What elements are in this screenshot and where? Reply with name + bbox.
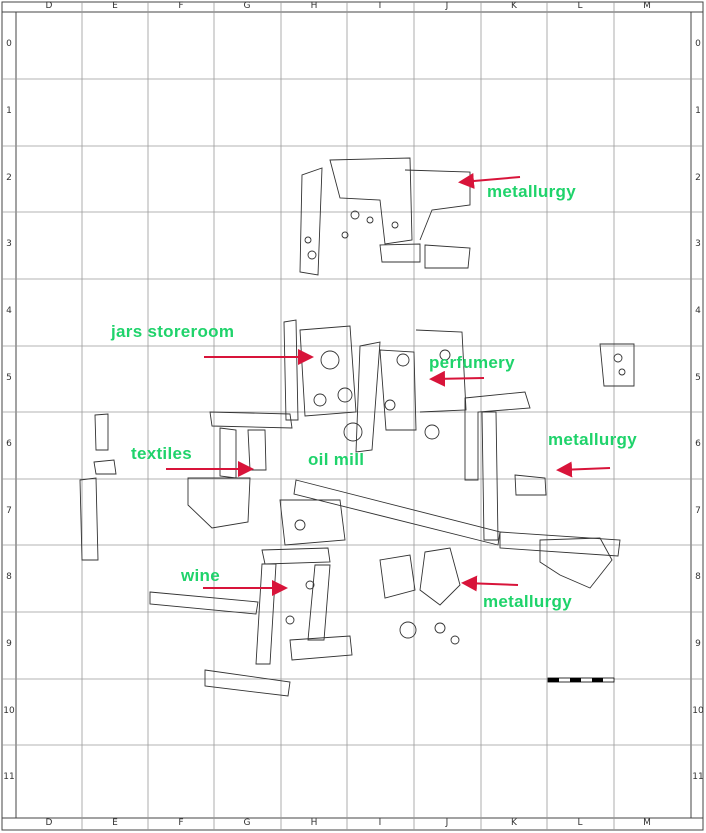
- col-label-bottom: L: [577, 818, 583, 828]
- col-label-bottom: M: [643, 818, 651, 828]
- row-label-left: 9: [6, 639, 12, 649]
- col-label-bottom: K: [511, 818, 517, 828]
- row-label-left: 2: [6, 173, 12, 183]
- col-label-top: J: [445, 1, 449, 11]
- row-label-left: 3: [6, 239, 12, 249]
- row-label-right: 5: [695, 373, 701, 383]
- arrows: [166, 172, 611, 596]
- col-label-bottom: E: [112, 818, 118, 828]
- col-label-top: E: [112, 1, 118, 11]
- row-label-left: 6: [6, 439, 12, 449]
- row-label-right: 2: [695, 173, 701, 183]
- row-label-left: 11: [3, 772, 15, 782]
- arrow-metallurgy-north: [458, 172, 521, 189]
- col-label-bottom: D: [45, 818, 53, 828]
- row-label-right: 0: [695, 39, 701, 49]
- label-wine: wine: [181, 566, 220, 585]
- row-label-right: 1: [695, 106, 701, 116]
- row-label-left: 10: [3, 706, 15, 716]
- col-label-top: M: [643, 1, 651, 11]
- row-label-left: 1: [6, 106, 12, 116]
- row-label-right: 3: [695, 239, 701, 249]
- col-label-top: G: [243, 1, 251, 11]
- col-label-bottom: I: [378, 818, 382, 828]
- label-jars-storeroom: jars storeroom: [111, 322, 235, 341]
- label-textiles: textiles: [131, 444, 192, 463]
- label-metallurgy-south: metallurgy: [483, 592, 572, 611]
- structure-outlines: [79, 157, 635, 697]
- arrow-metallurgy-east: [556, 461, 611, 478]
- label-metallurgy-north: metallurgy: [487, 182, 576, 201]
- col-label-top: D: [45, 1, 53, 11]
- col-label-bottom: J: [445, 818, 449, 828]
- col-label-bottom: G: [243, 818, 251, 828]
- row-label-right: 4: [695, 306, 701, 316]
- row-label-left: 7: [6, 506, 12, 516]
- row-label-right: 10: [692, 706, 704, 716]
- label-metallurgy-east: metallurgy: [548, 430, 637, 449]
- col-label-top: I: [378, 1, 382, 11]
- arrow-perfumery: [429, 370, 485, 387]
- label-perfumery: perfumery: [429, 353, 515, 372]
- row-label-left: 5: [6, 373, 12, 383]
- row-label-right: 11: [692, 772, 704, 782]
- label-oil-mill: oil mill: [308, 450, 365, 469]
- scale-bar: [547, 677, 615, 683]
- col-label-bottom: F: [178, 818, 184, 828]
- row-label-right: 6: [695, 439, 701, 449]
- row-label-left: 4: [6, 306, 12, 316]
- col-label-bottom: H: [310, 818, 318, 828]
- row-label-right: 7: [695, 506, 701, 516]
- row-label-left: 8: [6, 572, 12, 582]
- col-label-top: K: [511, 1, 517, 11]
- col-label-top: L: [577, 1, 583, 11]
- col-label-top: F: [178, 1, 184, 11]
- col-label-top: H: [310, 1, 318, 11]
- row-label-right: 9: [695, 639, 701, 649]
- row-label-left: 0: [6, 39, 12, 49]
- row-label-right: 8: [695, 572, 701, 582]
- arrow-metallurgy-south: [461, 575, 519, 592]
